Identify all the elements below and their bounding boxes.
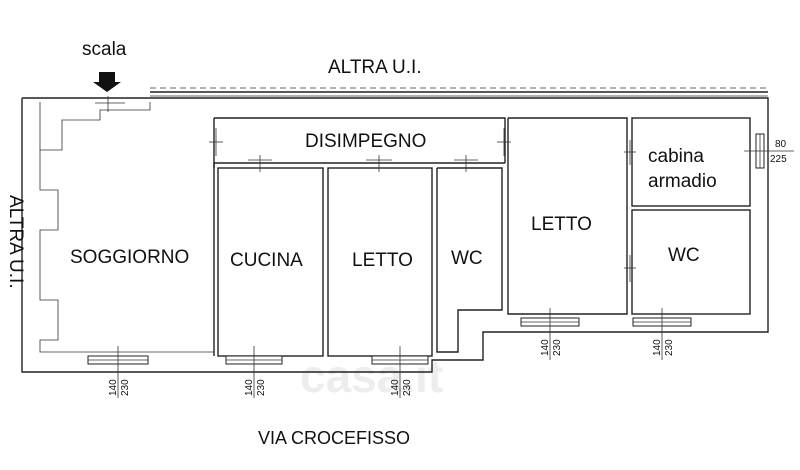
room-disimpegno: DISIMPEGNO	[305, 131, 426, 152]
side-window-height: 225	[770, 154, 787, 165]
outer-walls	[21, 87, 769, 373]
room-soggiorno: SOGGIORNO	[70, 247, 189, 268]
window-1-width: 140	[108, 379, 119, 396]
stair-label: scala	[82, 39, 127, 60]
room-cabina-line2: armadio	[648, 171, 717, 192]
window-4-width: 140	[540, 339, 551, 356]
window-5-height: 230	[664, 339, 675, 356]
windows	[87, 133, 794, 398]
room-wc-2: WC	[668, 245, 700, 266]
stair-arrow-icon	[93, 72, 121, 92]
side-window-width: 80	[775, 139, 787, 150]
street-label: VIA CROCEFISSO	[258, 428, 410, 448]
room-letto-2: LETTO	[531, 214, 592, 235]
window-5-width: 140	[652, 339, 663, 356]
room-cucina: CUCINA	[230, 250, 303, 271]
window-2-height: 230	[256, 379, 267, 396]
window-4-height: 230	[552, 339, 563, 356]
window-3-width: 140	[390, 379, 401, 396]
room-cabina-line1: cabina	[648, 146, 704, 167]
window-2-width: 140	[244, 379, 255, 396]
room-letto-1: LETTO	[352, 250, 413, 271]
neighbour-top-label: ALTRA U.I.	[328, 57, 422, 78]
doors	[95, 96, 636, 282]
room-wc-1: WC	[451, 248, 483, 269]
window-1-height: 230	[120, 379, 131, 396]
window-3-height: 230	[402, 379, 413, 396]
neighbour-left-label: ALTRA U.I.	[5, 195, 26, 289]
